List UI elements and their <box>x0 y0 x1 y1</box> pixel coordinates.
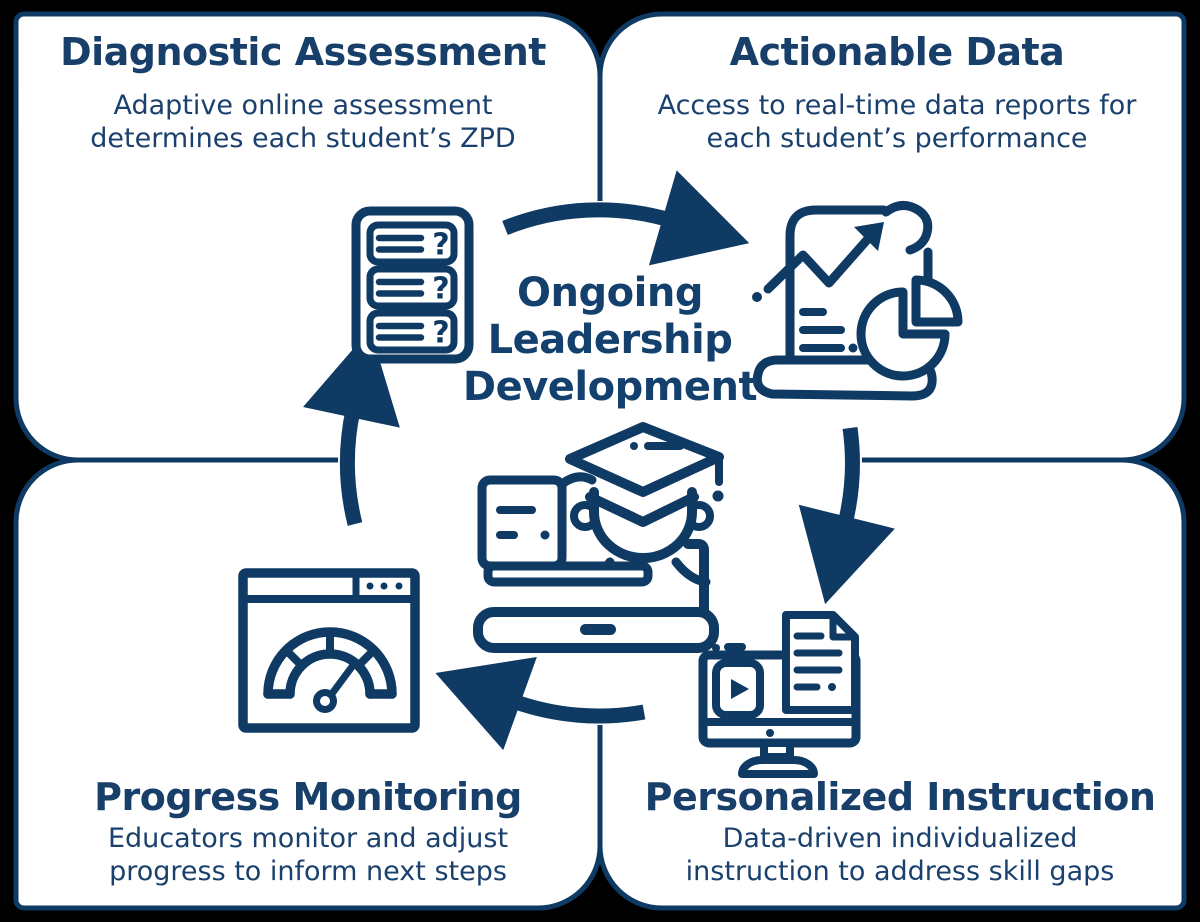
quadrant-desc-progress-monitoring: Educators monitor and adjust progress to… <box>20 823 596 889</box>
question-mark-glyph: ? <box>432 272 449 307</box>
graduate-laptop-icon <box>473 422 724 653</box>
quadrant-title-actionable-data: Actionable Data <box>729 30 1065 74</box>
quadrant-diagnostic-assessment-text: Diagnostic Assessment Adaptive online as… <box>20 30 586 156</box>
quadrant-desc-actionable-data: Access to real-time data reports for eac… <box>614 90 1180 156</box>
gauge-browser-icon <box>238 568 420 733</box>
cycle-arrow-left <box>303 329 400 526</box>
cycle-arrow-top <box>502 170 750 266</box>
question-mark-glyph: ? <box>432 228 449 263</box>
desc-line: determines each student’s ZPD <box>90 122 516 154</box>
quadrant-actionable-data-text: Actionable Data Access to real-time data… <box>614 30 1180 156</box>
quadrant-desc-personalized-instruction: Data-driven individualized instruction t… <box>610 823 1190 889</box>
desc-line: Educators monitor and adjust <box>107 823 509 854</box>
quadrant-desc-diagnostic-assessment: Adaptive online assessment determines ea… <box>20 90 586 156</box>
survey-icon: ? ? ? <box>351 206 474 364</box>
center-title-line: Development <box>462 363 758 410</box>
cycle-arrow-right <box>798 426 895 605</box>
desc-line: Access to real-time data reports for <box>657 90 1137 121</box>
quadrant-progress-monitoring-text: Progress Monitoring Educators monitor an… <box>20 775 596 889</box>
center-title: Ongoing Leadership Development <box>410 270 810 410</box>
desc-line: each student’s performance <box>706 122 1088 154</box>
desc-line: Adaptive online assessment <box>113 90 493 121</box>
video-monitor-icon <box>698 611 861 778</box>
desc-line: Data-driven individualized <box>722 823 1078 854</box>
quadrant-title-progress-monitoring: Progress Monitoring <box>94 775 522 819</box>
cycle-ring <box>303 170 895 751</box>
desc-line: progress to inform next steps <box>109 855 507 887</box>
question-mark-glyph: ? <box>432 316 449 351</box>
cycle-arrow-bottom <box>435 656 646 751</box>
quadrant-personalized-instruction-text: Personalized Instruction Data-driven ind… <box>610 775 1190 889</box>
quadrant-title-diagnostic-assessment: Diagnostic Assessment <box>60 30 546 74</box>
center-title-line: Leadership <box>487 316 733 363</box>
desc-line: instruction to address skill gaps <box>685 855 1115 887</box>
report-chart-icon <box>752 201 963 401</box>
center-title-line: Ongoing <box>517 270 703 316</box>
quadrant-title-personalized-instruction: Personalized Instruction <box>644 775 1156 819</box>
